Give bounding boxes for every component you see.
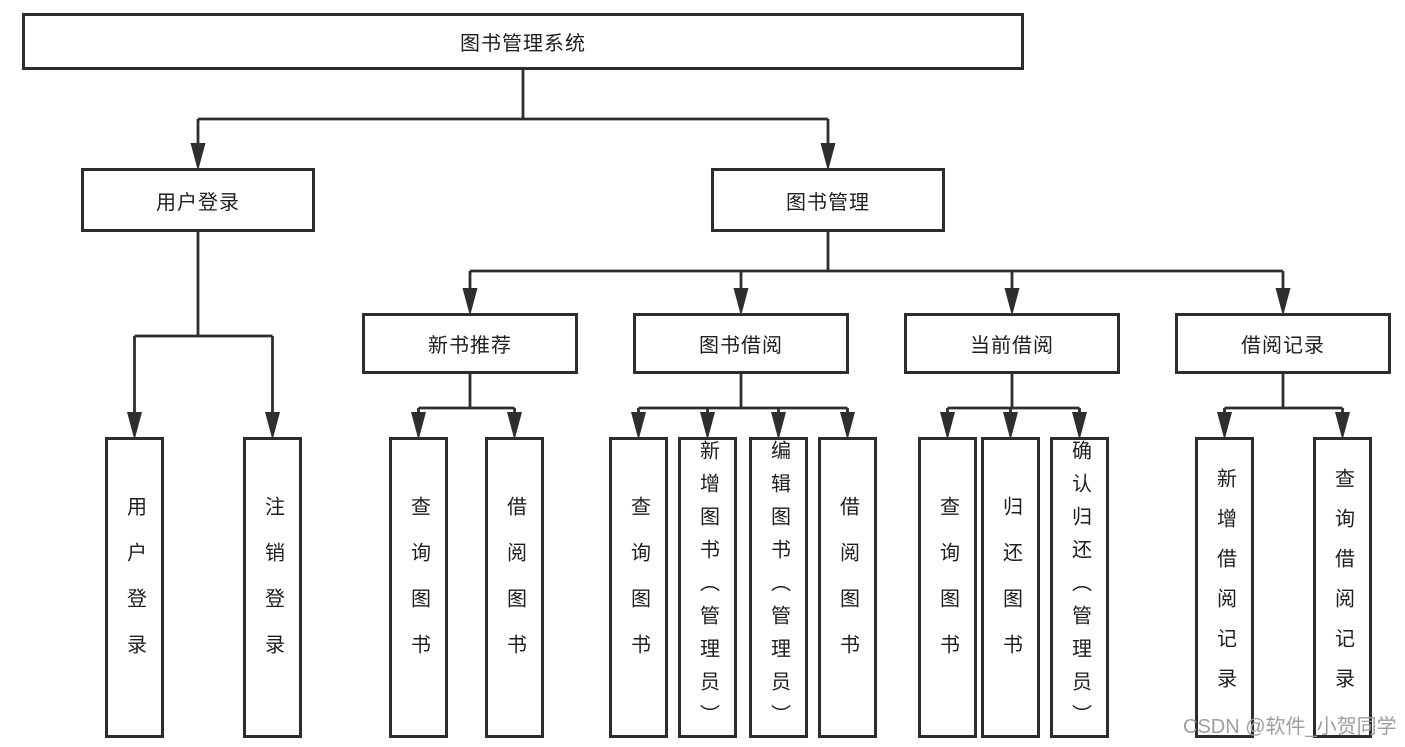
leaf-query-books-borrow-label: 查询图书 [627, 495, 650, 680]
leaf-confirm-return-admin: 确认归还（管理员） [1050, 437, 1109, 738]
leaf-query-borrow-record: 查询借阅记录 [1313, 437, 1372, 738]
connector-current-borrow [946, 374, 1081, 413]
node-user-login-label: 用户登录 [156, 191, 240, 214]
connector-new-book-recommend [417, 374, 516, 413]
leaf-query-books-recommend-label: 查询图书 [407, 495, 430, 680]
leaf-add-book-admin: 新增图书（管理员） [678, 437, 737, 738]
leaf-edit-book-admin-label: 编辑图书（管理员） [767, 440, 790, 737]
leaf-query-books-current: 查询图书 [918, 437, 977, 738]
leaf-add-book-admin-label: 新增图书（管理员） [696, 440, 719, 737]
leaf-return-book: 归还图书 [981, 437, 1040, 738]
connector-book-management [468, 232, 1285, 289]
node-current-borrow-label: 当前借阅 [970, 335, 1054, 357]
node-book-borrow-label: 图书借阅 [699, 335, 783, 357]
leaf-add-borrow-record-label: 新增借阅记录 [1213, 467, 1236, 708]
arrowheads [127, 143, 1350, 440]
node-user-login: 用户登录 [81, 168, 315, 232]
leaf-borrow-books-recommend-label: 借阅图书 [503, 495, 526, 680]
connector-borrow-records [1223, 374, 1344, 413]
leaf-query-books-recommend: 查询图书 [389, 437, 448, 738]
leaf-user-login-label: 用户登录 [123, 495, 146, 680]
leaf-query-books-borrow: 查询图书 [609, 437, 668, 738]
node-book-borrow: 图书借阅 [633, 313, 849, 374]
node-root-label: 图书管理系统 [460, 33, 586, 55]
leaf-borrow-books: 借阅图书 [818, 437, 877, 738]
leaf-borrow-books-label: 借阅图书 [836, 495, 859, 680]
node-borrow-records-label: 借阅记录 [1241, 335, 1325, 357]
node-root: 图书管理系统 [22, 13, 1024, 70]
node-book-management: 图书管理 [711, 168, 945, 232]
node-new-book-recommend-label: 新书推荐 [428, 335, 512, 357]
leaf-borrow-books-recommend: 借阅图书 [485, 437, 544, 738]
connector-book-borrow [637, 374, 849, 413]
node-new-book-recommend: 新书推荐 [362, 313, 578, 374]
connector-root [196, 69, 830, 144]
node-borrow-records: 借阅记录 [1175, 313, 1391, 374]
node-current-borrow: 当前借阅 [904, 313, 1120, 374]
csdn-watermark: CSDN @软件_小贺同学 [1183, 716, 1397, 738]
leaf-return-book-label: 归还图书 [999, 495, 1022, 680]
leaf-logout: 注销登录 [243, 437, 302, 738]
connector-user-login [133, 232, 274, 413]
node-book-management-label: 图书管理 [786, 191, 870, 214]
leaf-confirm-return-admin-label: 确认归还（管理员） [1068, 440, 1091, 737]
leaf-add-borrow-record: 新增借阅记录 [1195, 437, 1254, 738]
leaf-query-borrow-record-label: 查询借阅记录 [1331, 467, 1354, 708]
leaf-logout-label: 注销登录 [261, 495, 284, 680]
leaf-query-books-current-label: 查询图书 [936, 495, 959, 680]
leaf-user-login: 用户登录 [105, 437, 164, 738]
leaf-edit-book-admin: 编辑图书（管理员） [749, 437, 808, 738]
